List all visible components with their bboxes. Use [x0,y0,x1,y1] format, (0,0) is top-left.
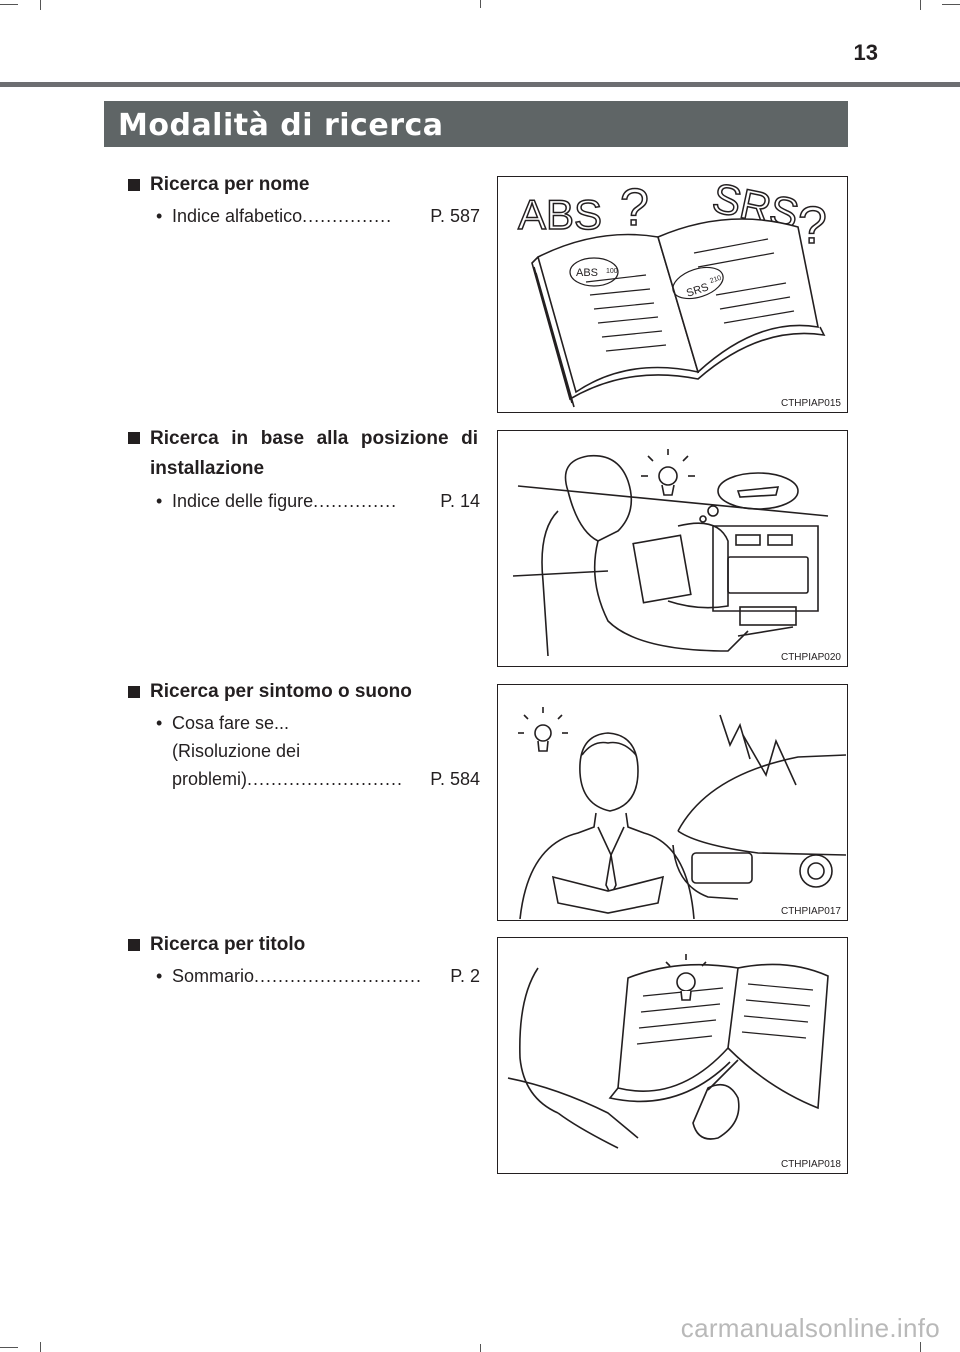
page-number: 13 [853,40,878,65]
item-line: (Risoluzione dei [172,741,301,761]
svg-text:?: ? [620,179,649,237]
entry-title: Ricerca per sintomo o suono [150,681,412,702]
square-bullet-icon [128,686,140,698]
dot-leader: .......................... [247,769,404,789]
page-ref[interactable]: P. 14 [440,491,480,511]
link-contents[interactable]: Sommario [172,966,255,986]
crop-mark [0,1347,18,1348]
search-method-name: Ricerca per nome • Indice alfabetico ...… [128,171,480,230]
crop-mark [480,0,481,8]
svg-text:100: 100 [606,268,618,275]
square-bullet-icon [128,939,140,951]
item-line: Cosa fare se... [172,713,290,733]
link-troubleshooting[interactable]: problemi) [172,769,248,789]
crop-mark [920,0,921,10]
crop-mark [0,4,18,5]
entry-title: Ricerca per nome [150,174,310,195]
section-title: Modalità di ricerca [118,108,444,143]
car-interior-illustration [512,449,829,657]
crop-mark [40,0,41,10]
link-figure-index[interactable]: Indice delle figure [172,491,314,511]
link-alphabetical-index[interactable]: Indice alfabetico [172,206,303,226]
svg-text:ABS: ABS [576,267,598,279]
bullet-icon: • [156,491,163,511]
search-method-symptom: Ricerca per sintomo o suono • Cosa fare … [128,678,480,793]
figure-code: CTHPIAP018 [778,1159,843,1170]
watermark: carmanualsonline.info [680,1313,940,1343]
svg-text:210: 210 [709,275,722,285]
svg-text:ABS: ABS [518,191,602,238]
bullet-icon: • [156,206,163,226]
section-header: Modalità di ricerca [104,101,848,147]
list-item: • Cosa fare se... (Risoluzione dei probl… [150,709,480,793]
figure-installation-position: CTHPIAP020 [497,430,848,667]
entry-title: Ricerca per titolo [150,934,306,955]
list-item: • Indice alfabetico ............... P. 5… [150,202,480,230]
figure-manual-index: ABS ? SRS ? ABS 100 SRS 210 CTH [497,176,848,413]
crop-mark [40,1342,41,1352]
entry-title: Ricerca in base alla posizione di instal… [150,428,478,479]
page-ref[interactable]: P. 2 [450,966,480,986]
list-item: • Sommario ............................ … [150,962,480,990]
dot-leader: ............... [302,206,393,226]
bullet-icon: • [156,966,163,986]
square-bullet-icon [128,432,140,444]
figure-code: CTHPIAP017 [778,906,843,917]
figure-title-search: CTHPIAP018 [497,937,848,1174]
figure-code: CTHPIAP020 [778,652,843,663]
page-ref[interactable]: P. 587 [430,206,480,226]
square-bullet-icon [128,179,140,191]
crop-mark [920,1342,921,1352]
bullet-icon: • [156,713,163,733]
search-method-title: Ricerca per titolo • Sommario ..........… [128,931,480,990]
search-method-position: Ricerca in base alla posizione di instal… [128,424,480,515]
reading-manual-illustration [507,954,829,1149]
crop-mark [942,4,960,5]
open-book-illustration: ABS ? SRS ? ABS 100 SRS 210 [517,177,828,408]
figure-code: CTHPIAP015 [778,398,843,409]
dot-leader: .............. [313,491,398,511]
dot-leader: ............................ [254,966,423,986]
man-and-car-illustration [518,707,846,919]
top-rule [0,82,960,87]
figure-symptom: CTHPIAP017 [497,684,848,921]
list-item: • Indice delle figure .............. P. … [150,487,480,515]
page-ref[interactable]: P. 584 [430,769,480,789]
crop-mark [480,1344,481,1352]
